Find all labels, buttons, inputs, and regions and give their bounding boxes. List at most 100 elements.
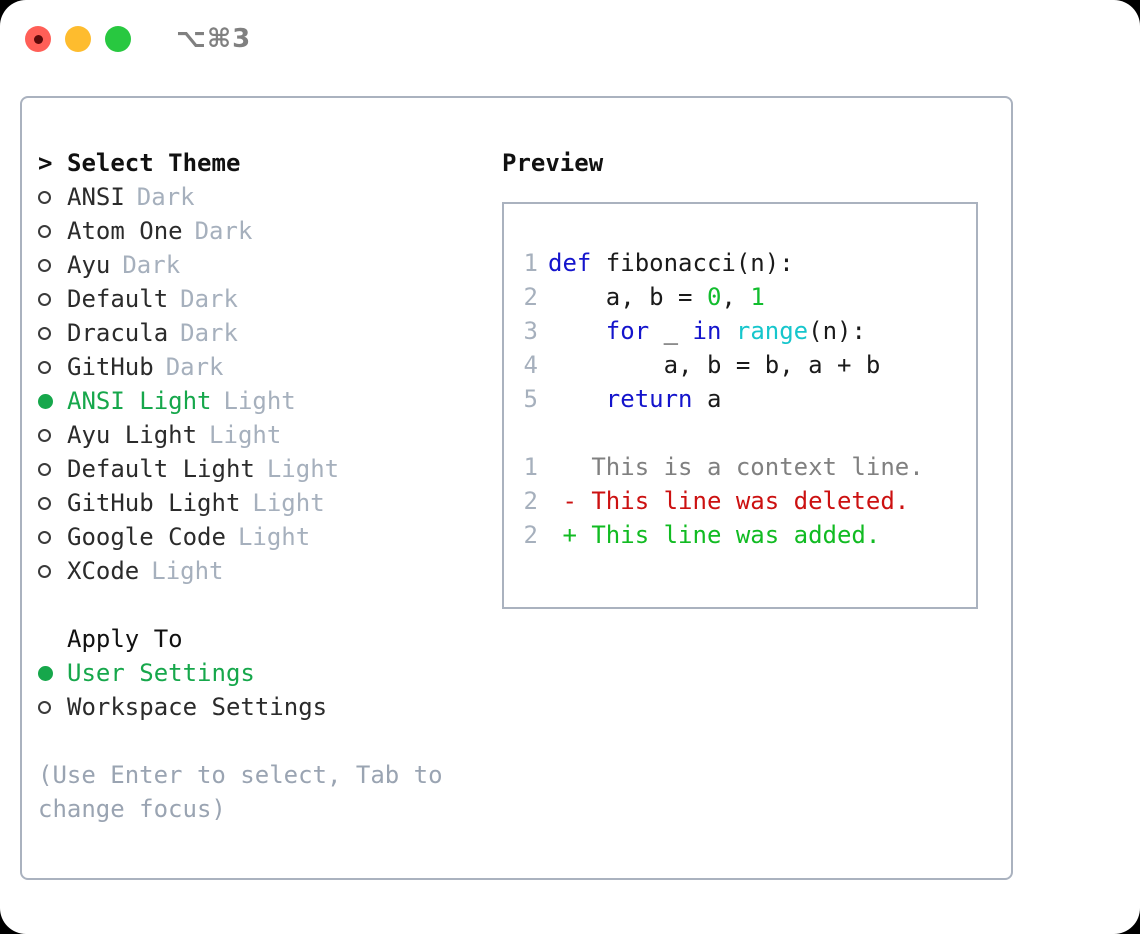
diff-line: 2 - This line was deleted. xyxy=(504,484,976,518)
code-line: 3 for _ in range(n): xyxy=(504,314,976,348)
select-theme-header: > Select Theme xyxy=(38,146,488,180)
line-number: 5 xyxy=(523,385,538,413)
code-text: def fibonacci(n): xyxy=(548,249,794,277)
maximize-button[interactable] xyxy=(105,26,131,52)
diff-text: + This line was added. xyxy=(548,521,881,549)
theme-list-item[interactable]: Google Code Light xyxy=(38,520,488,554)
apply-to-option[interactable]: User Settings xyxy=(38,656,488,690)
line-number: 2 xyxy=(523,521,538,549)
shortcut-label: ⌥⌘3 xyxy=(176,24,252,54)
apply-to-label: Apply To xyxy=(67,625,183,653)
radio-empty-icon xyxy=(38,462,67,476)
line-number: 1 xyxy=(523,453,538,481)
theme-list-item[interactable]: GitHub Light Light xyxy=(38,486,488,520)
theme-list-item[interactable]: Default Dark xyxy=(38,282,488,316)
radio-empty-icon xyxy=(38,564,67,578)
line-number: 4 xyxy=(523,351,538,379)
item-label: GitHub xyxy=(67,353,154,381)
radio-empty-icon xyxy=(38,530,67,544)
theme-list-item[interactable]: GitHub Dark xyxy=(38,350,488,384)
radio-empty-icon xyxy=(38,496,67,510)
line-number: 3 xyxy=(523,317,538,345)
radio-empty-icon xyxy=(38,224,67,238)
item-label: Default xyxy=(67,285,169,313)
theme-list-item[interactable]: Ayu Dark xyxy=(38,248,488,282)
theme-list-item[interactable]: XCode Light xyxy=(38,554,488,588)
preview-title: Preview xyxy=(502,149,604,177)
apply-to-option[interactable]: Workspace Settings xyxy=(38,690,488,724)
code-text: for _ in range(n): xyxy=(605,317,866,345)
item-label: Ayu xyxy=(67,251,111,279)
theme-list-item[interactable]: Atom One Dark xyxy=(38,214,488,248)
keyboard-hint: (Use Enter to select, Tab to change focu… xyxy=(38,761,443,823)
item-label: Google Code xyxy=(67,523,226,551)
diff-sample: 1 This is a context line.2 - This line w… xyxy=(504,450,976,552)
item-variant-badge: Dark xyxy=(180,319,238,347)
theme-list-item[interactable]: ANSI Light Light xyxy=(38,384,488,418)
item-label: XCode xyxy=(67,557,140,585)
select-theme-label: Select Theme xyxy=(67,149,241,177)
diff-text: - This line was deleted. xyxy=(548,487,910,515)
cursor-marker-icon: > xyxy=(38,149,53,177)
item-variant-badge: Light xyxy=(151,557,224,585)
line-number: 2 xyxy=(523,487,538,515)
item-variant-badge: Light xyxy=(209,421,282,449)
radio-empty-icon xyxy=(38,190,67,204)
item-variant-badge: Dark xyxy=(194,217,253,245)
item-label: ANSI Light xyxy=(67,387,212,415)
item-label: Atom One xyxy=(67,217,183,245)
item-label: Ayu Light xyxy=(67,421,198,449)
code-line: 5 return a xyxy=(504,382,976,416)
item-variant-badge: Light xyxy=(237,523,311,551)
theme-list-item[interactable]: Dracula Dark xyxy=(38,316,488,350)
theme-list-item[interactable]: Ayu Light Light xyxy=(38,418,488,452)
item-variant-badge: Light xyxy=(252,489,325,517)
code-line: 2 a, b = 0, 1 xyxy=(504,280,976,314)
radio-empty-icon xyxy=(38,428,67,442)
code-text: a, b = 0, 1 xyxy=(548,283,765,311)
radio-selected-icon xyxy=(38,665,67,681)
line-number: 2 xyxy=(523,283,538,311)
item-label: User Settings xyxy=(67,659,255,687)
code-line: 1 def fibonacci(n): xyxy=(504,246,976,280)
line-number: 1 xyxy=(523,249,538,277)
item-variant-badge: Dark xyxy=(165,353,224,381)
diff-text: This is a context line. xyxy=(548,453,924,481)
item-label: GitHub Light xyxy=(67,489,241,517)
title-bar: ⌥⌘3 xyxy=(0,0,1140,78)
item-label: ANSI xyxy=(67,183,125,211)
code-text: a, b = b, a + b xyxy=(548,351,881,379)
radio-empty-icon xyxy=(38,700,67,714)
window-controls xyxy=(25,26,131,52)
item-variant-badge: Light xyxy=(266,455,340,483)
theme-list-item[interactable]: Default Light Light xyxy=(38,452,488,486)
radio-empty-icon xyxy=(38,258,67,272)
diff-line: 1 This is a context line. xyxy=(504,450,976,484)
radio-empty-icon xyxy=(38,292,67,306)
item-label: Default Light xyxy=(67,455,255,483)
close-button[interactable] xyxy=(25,26,51,52)
item-label: Dracula xyxy=(67,319,169,347)
list-spacer xyxy=(38,588,488,622)
minimize-button[interactable] xyxy=(65,26,91,52)
item-variant-badge: Dark xyxy=(136,183,195,211)
radio-selected-icon xyxy=(38,393,67,409)
item-variant-badge: Dark xyxy=(122,251,181,279)
code-text: return a xyxy=(605,385,722,413)
radio-empty-icon xyxy=(38,326,67,340)
item-variant-badge: Dark xyxy=(180,285,238,313)
theme-list-item[interactable]: ANSI Dark xyxy=(38,180,488,214)
diff-line: 2 + This line was added. xyxy=(504,518,976,552)
code-line: 4 a, b = b, a + b xyxy=(504,348,976,382)
item-variant-badge: Light xyxy=(223,387,296,415)
code-diff-spacer xyxy=(504,416,976,450)
item-label: Workspace Settings xyxy=(67,693,328,721)
